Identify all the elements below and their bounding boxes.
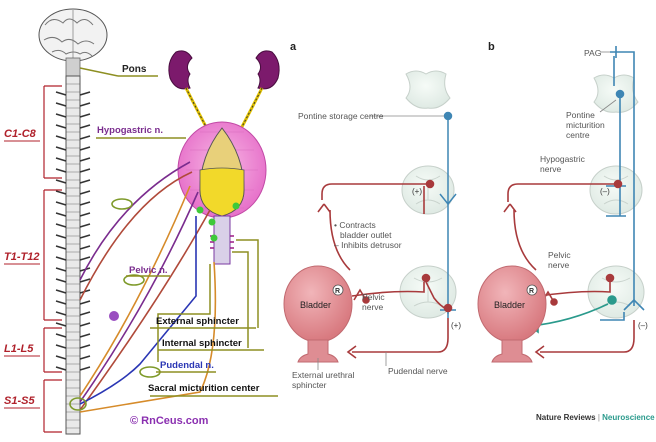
panel-a: a Pontine storage centre <box>284 41 461 390</box>
inhibits-detrusor-label: – Inhibits detrusor <box>334 240 402 250</box>
pontine-micturition-label-3: centre <box>566 130 590 140</box>
segment-label-thoracic: T1-T12 <box>4 251 39 263</box>
panel-b-letter: b <box>488 41 495 53</box>
pelvic-nerve-b-label-2: nerve <box>548 260 570 270</box>
brain-illustration <box>39 9 107 76</box>
external-urethral-label-1: External urethral <box>292 370 354 380</box>
hypogastric-nerve-label: Hypogastric n. <box>97 125 163 136</box>
receptor-badge-a: R <box>335 288 340 295</box>
segment-label-cervical: C1-C8 <box>4 128 37 140</box>
sacral-micturition-center-label: Sacral micturition center <box>148 383 260 394</box>
panel-b-minus-top: (–) <box>600 187 610 196</box>
receptor-badge-b: R <box>529 288 534 295</box>
pudendal-nerve-a-label: Pudendal nerve <box>388 366 448 376</box>
bladder-a-label: Bladder <box>300 300 331 310</box>
hypogastric-nerve-b-label-1: Hypogastric <box>540 154 586 164</box>
panel-a-plus-bottom: (+) <box>451 321 461 330</box>
pelvic-nerve-b-label-1: Pelvic <box>548 250 571 260</box>
segment-brackets <box>44 86 62 432</box>
panel-a-plus-top: (+) <box>412 187 422 196</box>
watermark: © RnCeus.com <box>130 415 209 427</box>
pag-label: PAG <box>584 48 601 58</box>
left-panel: Pons C1-C8 T1-T12 L1-L5 S1-S5 <box>4 9 279 434</box>
panel-a-letter: a <box>290 41 297 53</box>
spinal-cord <box>66 76 80 434</box>
hypogastric-nerve-b-label-2: nerve <box>540 164 562 174</box>
panel-b-minus-bottom: (–) <box>638 321 648 330</box>
journal-field: Neuroscience <box>602 413 655 422</box>
bladder-b-label: Bladder <box>494 300 525 310</box>
segment-label-lumbar: L1-L5 <box>4 343 34 355</box>
external-sphincter-label: External sphincter <box>156 316 239 327</box>
pudendal-nerve-label: Pudendal n. <box>160 360 214 371</box>
pelvic-nerve-label: Pelvic n. <box>129 265 168 276</box>
external-urethral-label-2: sphincter <box>292 380 327 390</box>
journal-name: Nature Reviews <box>536 413 596 422</box>
segment-label-sacral: S1-S5 <box>4 395 35 407</box>
contracts-label-2: bladder outlet <box>340 230 392 240</box>
journal-credit: Nature Reviews | Neuroscience <box>536 413 655 422</box>
pons-label: Pons <box>122 64 147 75</box>
pelvic-nerve-a-label-1: Pelvic <box>362 292 385 302</box>
bladder-b: Bladder R <box>478 266 546 362</box>
internal-sphincter-label: Internal sphincter <box>162 338 242 349</box>
pontine-storage-centre-label: Pontine storage centre <box>298 111 384 121</box>
pontine-micturition-label-2: micturition <box>566 120 605 130</box>
bladder-a: Bladder R <box>284 266 352 362</box>
pontine-micturition-label-1: Pontine <box>566 110 595 120</box>
pelvic-nerve-a-label-2: nerve <box>362 302 384 312</box>
panel-b: b PAG Pontine micturition centre <box>478 41 648 362</box>
pons-section-a <box>406 71 450 108</box>
contracts-label-1: • Contracts <box>334 220 376 230</box>
